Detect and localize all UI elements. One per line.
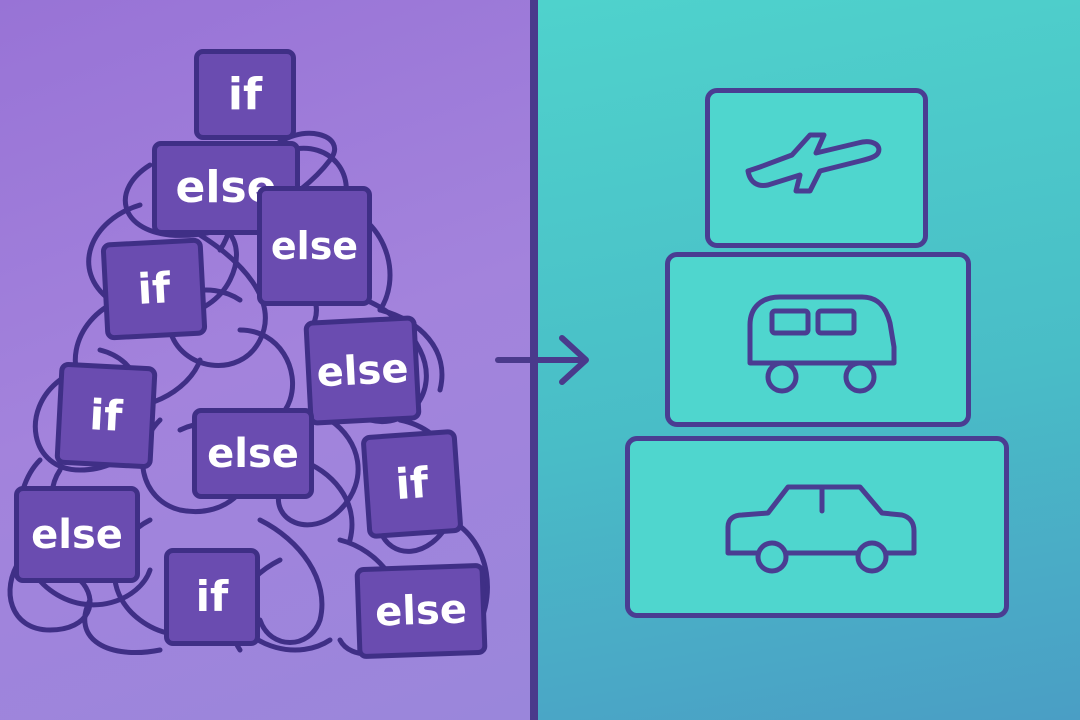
keyword-tile-if: if (360, 428, 464, 540)
airplane-box (705, 88, 928, 248)
left-panel-tangled-conditionals: if else else if else if else else if if … (0, 0, 530, 720)
right-panel-polymorphic-boxes (538, 0, 1080, 720)
keyword-tile-else: else (192, 408, 314, 499)
keyword-tile-if: if (54, 361, 158, 470)
keyword-tile-if: if (194, 49, 296, 140)
keyword-tile-if: if (164, 548, 260, 646)
car-box (625, 436, 1009, 618)
keyword-tile-else: else (257, 186, 372, 306)
keyword-tile-if: if (100, 237, 208, 341)
airplane-icon (745, 132, 882, 194)
van-box (665, 252, 971, 427)
right-arrow-icon (495, 335, 589, 385)
keyword-tile-else: else (303, 315, 422, 426)
keyword-tile-else: else (354, 562, 488, 660)
keyword-tile-else: else (14, 486, 140, 583)
van-icon (747, 294, 897, 394)
car-icon (725, 484, 917, 574)
